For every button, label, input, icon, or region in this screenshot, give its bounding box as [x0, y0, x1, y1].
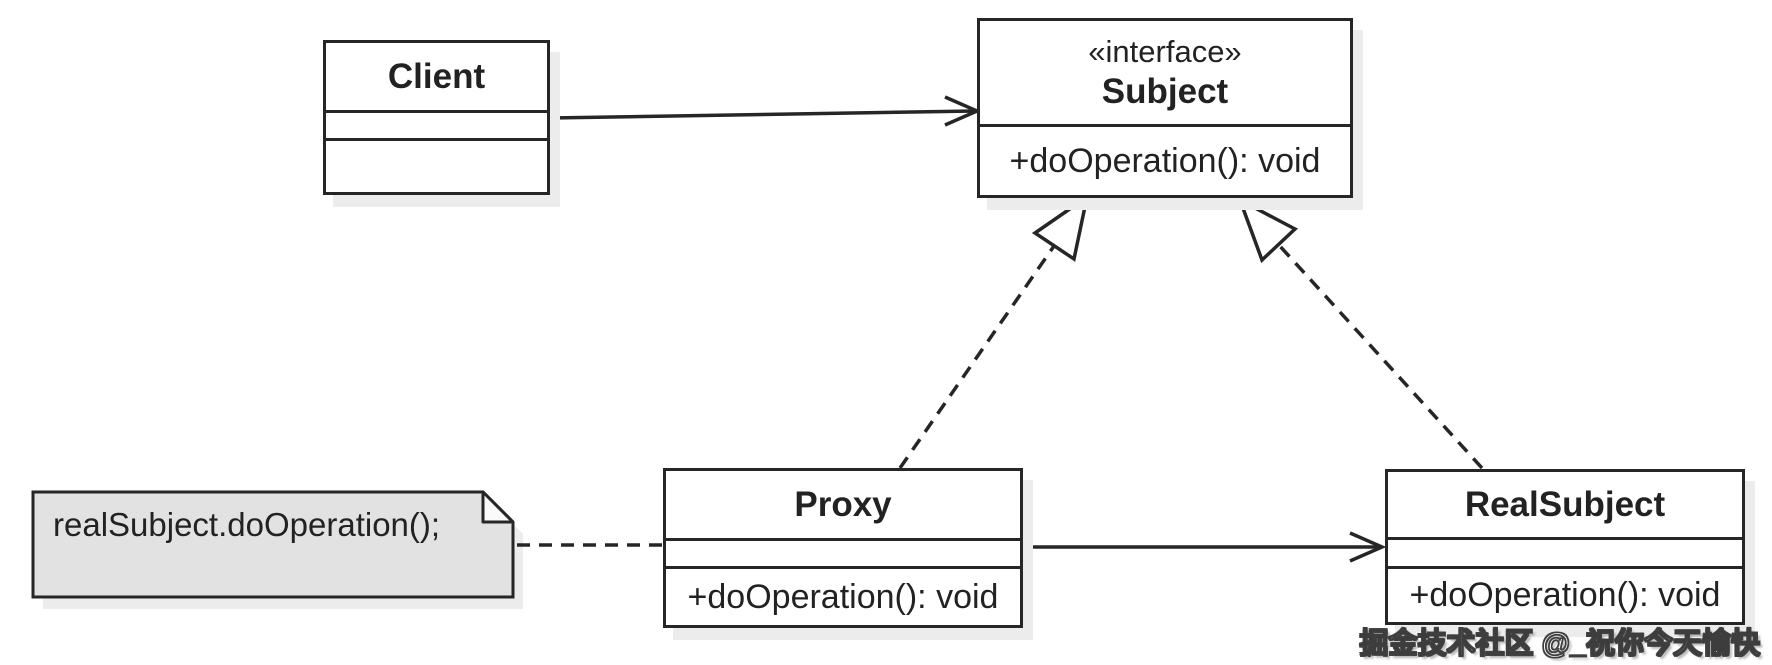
note-fold-icon: [481, 490, 515, 524]
class-box-realsubject: RealSubject +doOperation(): void: [1385, 469, 1745, 625]
realsubject-subject-realization-arrow: [1236, 196, 1484, 470]
class-name: Subject: [1101, 71, 1229, 111]
stereotype-label: «interface»: [1088, 33, 1242, 69]
note-shape: [31, 490, 523, 609]
attributes-compartment: [1388, 537, 1742, 566]
class-box-client: Client: [323, 40, 550, 195]
open-arrowhead-icon: [1349, 531, 1387, 563]
class-box-subject: «interface» Subject +doOperation(): void: [977, 18, 1353, 198]
class-name: RealSubject: [1464, 484, 1666, 524]
proxy-realsubject-association-arrow: [1023, 531, 1387, 563]
class-name: Client: [387, 56, 486, 96]
note-text: realSubject.doOperation();: [53, 506, 441, 543]
proxy-subject-realization-arrow: [898, 193, 1090, 469]
operations-compartment: +doOperation(): void: [666, 566, 1020, 625]
client-subject-association-arrow: [549, 95, 982, 127]
note-body: [31, 490, 515, 599]
class-name: Proxy: [794, 484, 892, 524]
hollow-triangle-arrowhead-icon: [1031, 193, 1090, 262]
hollow-triangle-arrowhead-icon: [1236, 196, 1298, 264]
class-box-proxy: Proxy +doOperation(): void: [663, 468, 1023, 628]
operations-compartment: +doOperation(): void: [980, 124, 1350, 195]
watermark-text: 掘金技术社区 @_祝你今天愉快: [1359, 627, 1761, 660]
operations-compartment: +doOperation(): void: [1388, 566, 1742, 622]
attributes-compartment: [666, 538, 1020, 566]
operations-compartment: [326, 138, 547, 192]
attributes-compartment: [326, 110, 547, 138]
class-title: «interface» Subject: [980, 21, 1350, 124]
